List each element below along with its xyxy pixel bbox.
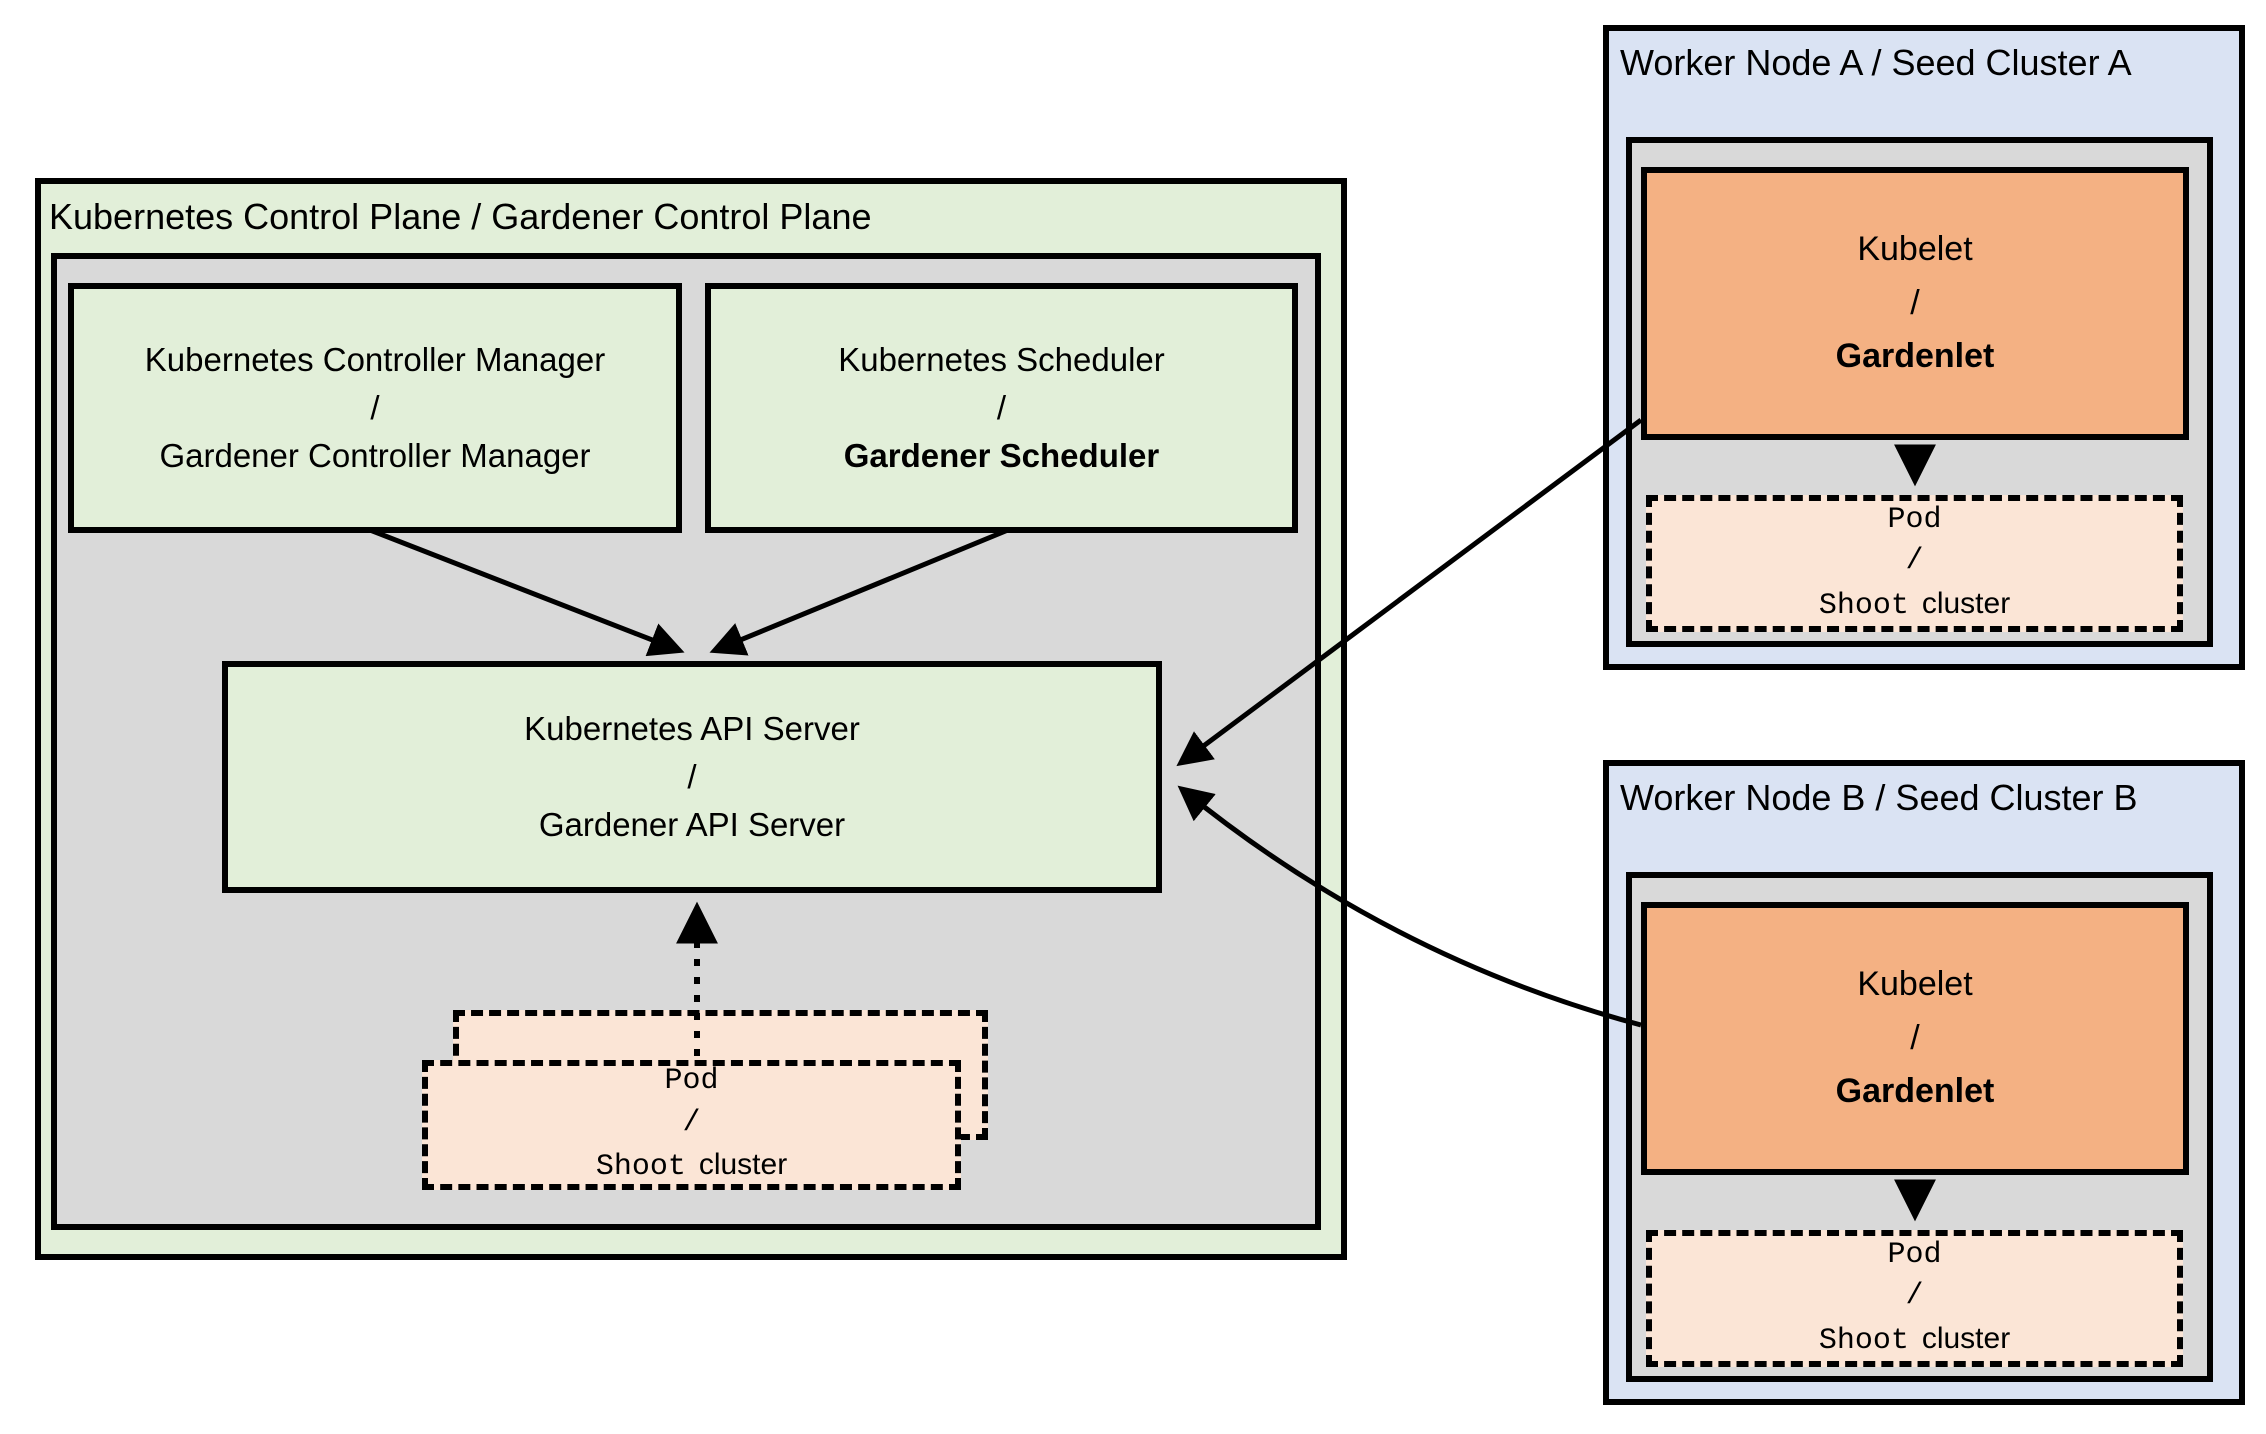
pod-b-line2-cluster: cluster [1921, 1321, 2011, 1355]
pod-box-b: Pod / Shoot cluster [1646, 1230, 2183, 1367]
pod-line2-shoot: Shoot [595, 1150, 686, 1185]
kubelet-b-separator: / [1910, 1018, 1920, 1057]
controller-manager-line2: Gardener Controller Manager [159, 436, 591, 474]
controller-manager-line1: Kubernetes Controller Manager [144, 341, 606, 379]
worker-node-a-title: Worker Node A / Seed Cluster A [1620, 42, 2132, 83]
pod-b-separator: / [1905, 1279, 1924, 1314]
kubelet-a-box: Kubelet / Gardenlet [1641, 167, 2189, 440]
api-server-line1: Kubernetes API Server [524, 710, 860, 748]
pod-line2: Shoot cluster [596, 1144, 787, 1188]
pod-b-line2-shoot: Shoot [1818, 1323, 1909, 1358]
kubelet-a-line1: Kubelet [1857, 229, 1973, 268]
pod-box-a: Pod / Shoot cluster [1646, 495, 2183, 632]
pod-a-separator: / [1905, 544, 1924, 579]
scheduler-line1: Kubernetes Scheduler [838, 341, 1165, 379]
kubelet-a-line2: Gardenlet [1835, 337, 1995, 376]
kubelet-a-separator: / [1910, 283, 1920, 322]
worker-node-b-title: Worker Node B / Seed Cluster B [1620, 777, 2138, 818]
pod-line1: Pod [664, 1064, 719, 1099]
kubelet-b-line1: Kubelet [1857, 964, 1973, 1003]
kubelet-b-box: Kubelet / Gardenlet [1641, 902, 2189, 1175]
scheduler-line2: Gardener Scheduler [843, 436, 1160, 474]
api-server-separator: / [687, 758, 697, 796]
scheduler-box: Kubernetes Scheduler / Gardener Schedule… [705, 283, 1298, 533]
controller-manager-box: Kubernetes Controller Manager / Gardener… [68, 283, 682, 533]
kubelet-b-line2: Gardenlet [1835, 1072, 1995, 1111]
control-plane-title: Kubernetes Control Plane / Gardener Cont… [49, 196, 872, 237]
scheduler-separator: / [996, 389, 1007, 427]
pod-box-front: Pod / Shoot cluster [422, 1060, 961, 1190]
pod-line2-cluster: cluster [698, 1148, 788, 1182]
api-server-line2: Gardener API Server [538, 805, 846, 843]
pod-a-line2: Shoot cluster [1819, 583, 2010, 627]
api-server-box: Kubernetes API Server / Gardener API Ser… [222, 661, 1162, 893]
pod-b-line1: Pod [1887, 1237, 1942, 1272]
pod-b-line2: Shoot cluster [1819, 1318, 2010, 1362]
pod-a-line1: Pod [1887, 502, 1942, 537]
pod-a-line2-cluster: cluster [1921, 586, 2011, 620]
pod-a-line2-shoot: Shoot [1818, 588, 1909, 623]
controller-manager-separator: / [370, 389, 380, 427]
pod-separator: / [682, 1105, 701, 1140]
